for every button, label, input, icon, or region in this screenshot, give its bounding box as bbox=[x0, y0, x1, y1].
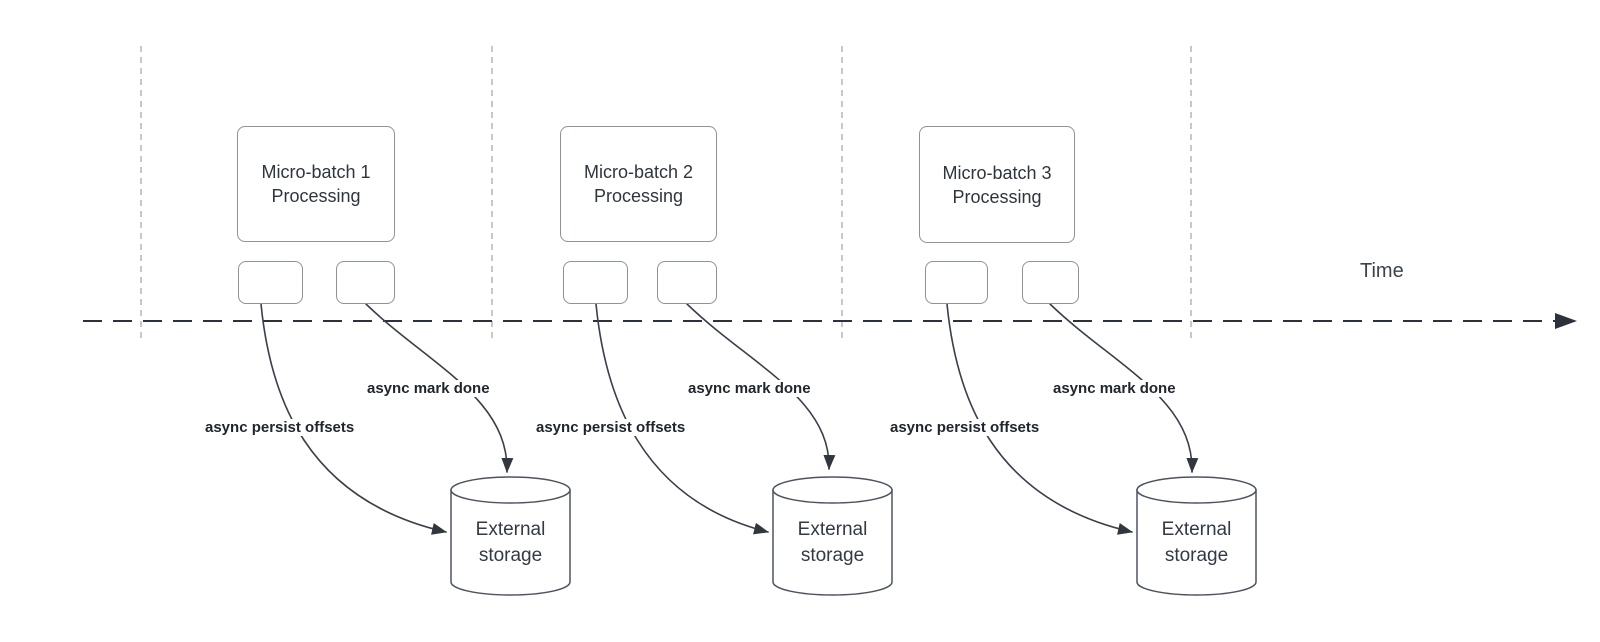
microbatch-3-processing-box: Micro-batch 3 Processing bbox=[919, 126, 1075, 243]
microbatch-3-title: Micro-batch 3 bbox=[942, 162, 1052, 183]
microbatch-2-processing-box: Micro-batch 2 Processing bbox=[560, 126, 717, 242]
persist-offsets-arrow-1 bbox=[260, 303, 447, 535]
persist-offsets-arrow-3 bbox=[946, 303, 1133, 535]
microbatch-1-processing-box: Micro-batch 1 Processing bbox=[237, 126, 395, 242]
async-mark-task-box-1 bbox=[336, 261, 395, 304]
microbatch-1-title: Micro-batch 1 bbox=[261, 162, 371, 182]
persist-offsets-label-1: async persist offsets bbox=[203, 419, 357, 436]
persist-offsets-label-3: async persist offsets bbox=[888, 419, 1042, 436]
async-mark-task-box-2 bbox=[657, 261, 717, 304]
storage-cylinder-2 bbox=[772, 476, 893, 596]
mark-done-label-2: async mark done bbox=[686, 380, 813, 397]
persist-offsets-arrow-2 bbox=[595, 303, 769, 535]
persist-offsets-label-2: async persist offsets bbox=[534, 419, 688, 436]
microbatch-2-subtitle: Processing bbox=[593, 186, 684, 206]
external-storage-label-3: External storage bbox=[1161, 519, 1232, 566]
microbatch-2-title: Micro-batch 2 bbox=[583, 162, 694, 182]
async-mark-task-box-3 bbox=[1022, 261, 1079, 304]
storage-cylinder-1 bbox=[450, 476, 571, 596]
storage-cylinder-3 bbox=[1136, 476, 1257, 596]
mark-done-label-3: async mark done bbox=[1051, 380, 1178, 397]
mark-done-label-1: async mark done bbox=[365, 380, 492, 397]
external-storage-label-2: External storage bbox=[797, 519, 868, 566]
async-persist-task-box-2 bbox=[563, 261, 628, 304]
time-axis-label: Time bbox=[1360, 260, 1404, 282]
external-storage-label-1: External storage bbox=[475, 519, 546, 566]
microbatch-3-subtitle: Processing bbox=[952, 186, 1042, 207]
async-persist-task-box-1 bbox=[238, 261, 303, 304]
microbatch-1-subtitle: Processing bbox=[271, 186, 361, 206]
async-persist-task-box-3 bbox=[925, 261, 988, 304]
